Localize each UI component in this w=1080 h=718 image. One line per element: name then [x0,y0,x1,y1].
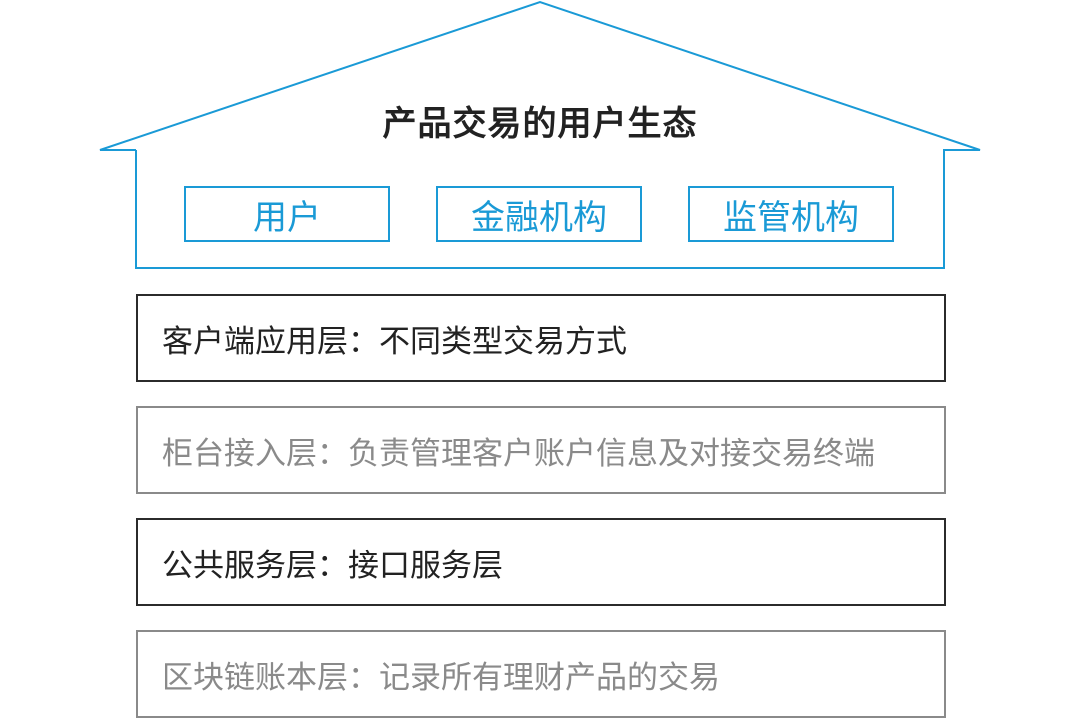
layer-counter-access: 柜台接入层：负责管理客户账户信息及对接交易终端 [136,406,946,494]
role-box-financial-institution: 金融机构 [436,186,642,242]
house-title: 产品交易的用户生态 [382,104,698,144]
layer-public-service: 公共服务层：接口服务层 [136,518,946,606]
layer-blockchain-ledger: 区块链账本层：记录所有理财产品的交易 [136,630,946,718]
layer-client-application: 客户端应用层：不同类型交易方式 [136,294,946,382]
role-box-user: 用户 [184,186,390,242]
role-box-regulator: 监管机构 [688,186,894,242]
